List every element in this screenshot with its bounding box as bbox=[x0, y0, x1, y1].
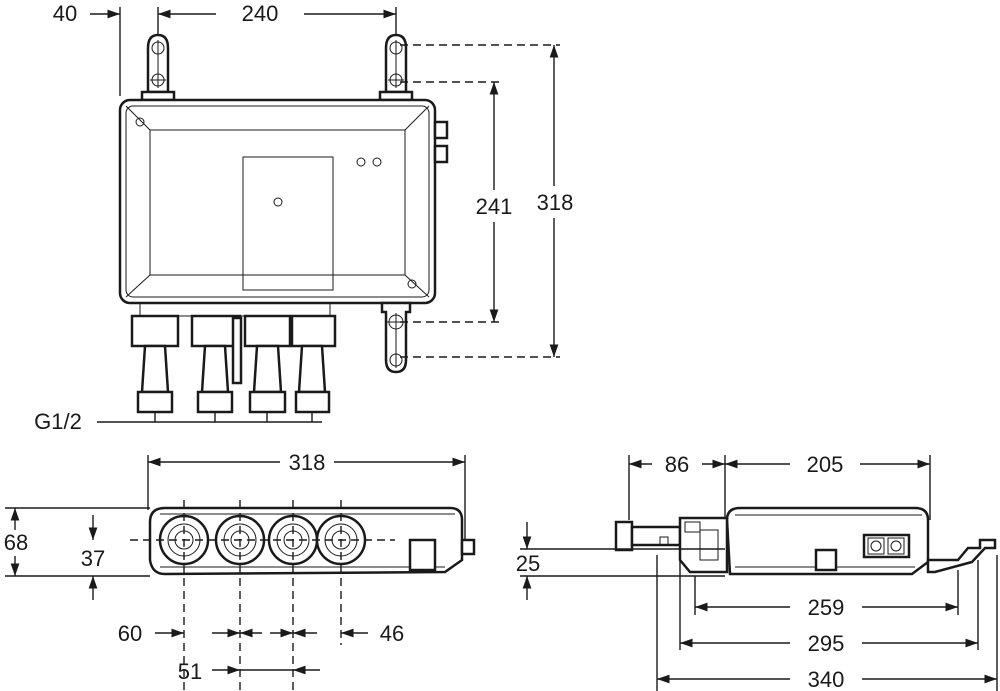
side-connector-bottom bbox=[433, 144, 449, 164]
dim-label-340: 340 bbox=[808, 667, 845, 691]
dim-label-205: 205 bbox=[807, 452, 844, 477]
bottom-bracket bbox=[380, 301, 412, 374]
dim-label-51: 51 bbox=[178, 659, 202, 684]
side-bracket bbox=[926, 538, 997, 574]
dim-label-241: 241 bbox=[476, 194, 513, 219]
bottom-connector bbox=[408, 538, 437, 572]
dim-label-295: 295 bbox=[808, 631, 845, 656]
dim-label-40: 40 bbox=[53, 1, 77, 26]
dim-label-46: 46 bbox=[380, 621, 404, 646]
side-plug bbox=[862, 533, 911, 559]
top-bracket-right bbox=[378, 33, 414, 102]
front-view: 40 240 bbox=[34, 1, 573, 434]
dim-label-37: 37 bbox=[81, 546, 105, 571]
dim-label-68: 68 bbox=[4, 530, 28, 555]
side-view: 86 205 25 259 bbox=[516, 452, 998, 691]
thread-label: G1/2 bbox=[34, 409, 82, 434]
outlet-fittings bbox=[130, 302, 337, 414]
dim-label-318-width: 318 bbox=[289, 450, 326, 475]
dim-label-318-height: 318 bbox=[537, 190, 574, 215]
top-bracket-left bbox=[140, 33, 176, 102]
bottom-view: 318 68 37 60 bbox=[4, 450, 476, 691]
side-connector-top bbox=[433, 120, 449, 140]
dim-label-60: 60 bbox=[118, 621, 142, 646]
housing-inner-edge bbox=[125, 105, 430, 298]
cover-plate bbox=[242, 156, 334, 291]
side-fitting-cap bbox=[614, 520, 634, 552]
dim-label-86: 86 bbox=[665, 452, 689, 477]
dim-label-25: 25 bbox=[516, 551, 540, 576]
dim-label-259: 259 bbox=[808, 595, 845, 620]
dim-label-240: 240 bbox=[242, 1, 279, 26]
side-manifold bbox=[678, 516, 729, 574]
